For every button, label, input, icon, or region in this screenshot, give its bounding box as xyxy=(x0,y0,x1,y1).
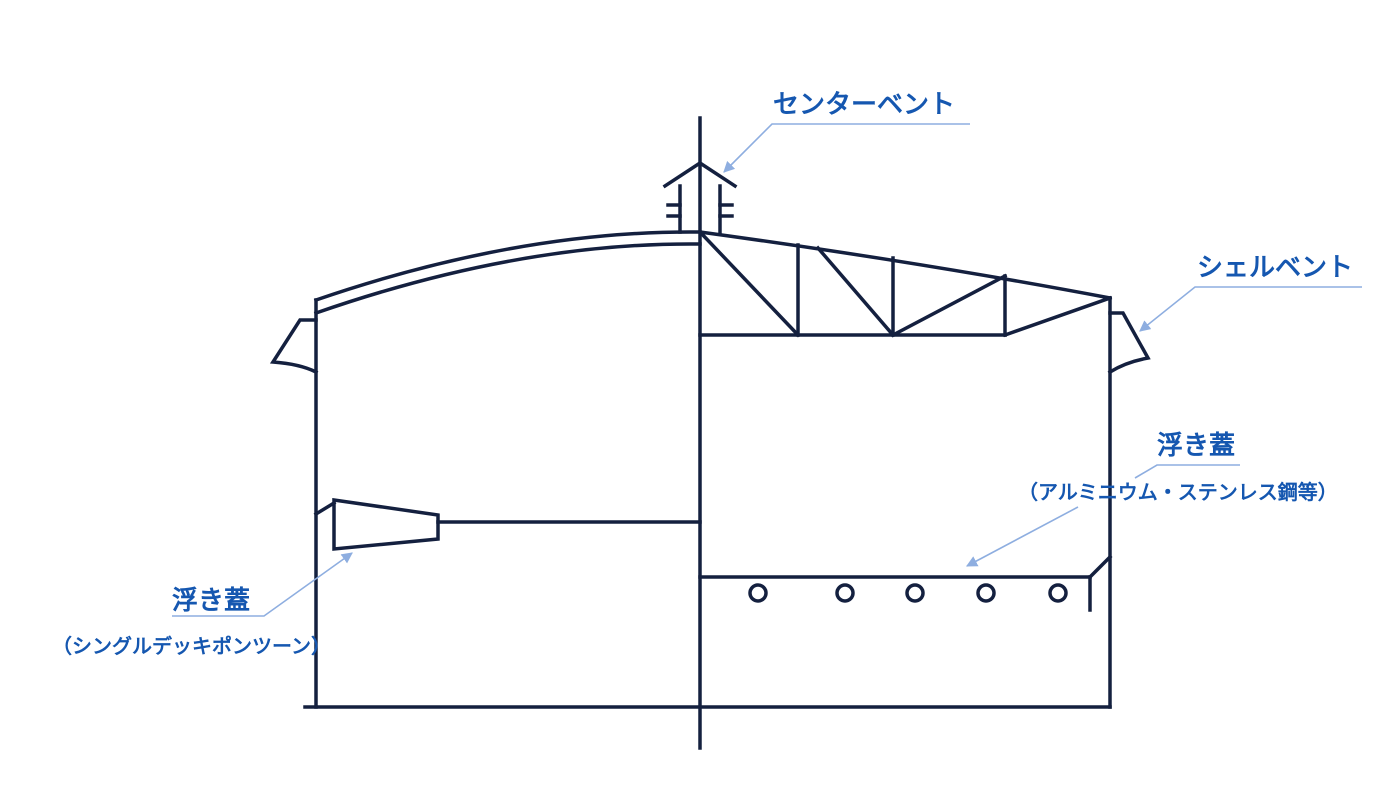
float-pipe xyxy=(976,583,996,603)
left-dome-roof-inner xyxy=(313,242,702,316)
left-dome-roof-outer xyxy=(313,230,702,303)
truss-diagonal-3 xyxy=(890,273,1008,338)
shell-vent-leader xyxy=(1139,286,1362,332)
left-floating-roof-label: 浮き蓋 xyxy=(172,586,251,616)
right-floating-roof-arrow xyxy=(966,506,1079,567)
center-vent-label: センターベント xyxy=(773,90,956,120)
center-vent-leader xyxy=(723,123,970,173)
right-floating-roof-label: 浮き蓋 xyxy=(1157,431,1236,461)
center-vent-cap xyxy=(662,160,738,189)
float-pipe xyxy=(835,583,855,603)
right-roof xyxy=(698,230,1113,301)
left-pontoon xyxy=(332,497,440,551)
left-floating-roof-leader xyxy=(172,552,353,617)
right-floating-deck-seal xyxy=(1087,554,1113,580)
right-shell-vent xyxy=(1107,311,1151,375)
left-shell-vent xyxy=(269,318,319,375)
float-pipe xyxy=(748,583,768,603)
truss-end-member xyxy=(1002,295,1113,338)
truss-diagonal-1 xyxy=(697,229,801,338)
left-floating-roof-type-label: （シングルデッキポンツーン） xyxy=(52,634,331,658)
right-floating-roof-material-label: （アルミニウム・ステンレス鋼等） xyxy=(1018,480,1338,504)
shell-vent-label: シェルベント xyxy=(1197,253,1354,283)
left-pontoon-seal xyxy=(313,500,337,517)
float-pipe xyxy=(1048,583,1068,603)
right-floating-roof-leader xyxy=(1134,464,1240,479)
truss-diagonal-2 xyxy=(815,245,896,338)
float-pipe xyxy=(905,583,925,603)
